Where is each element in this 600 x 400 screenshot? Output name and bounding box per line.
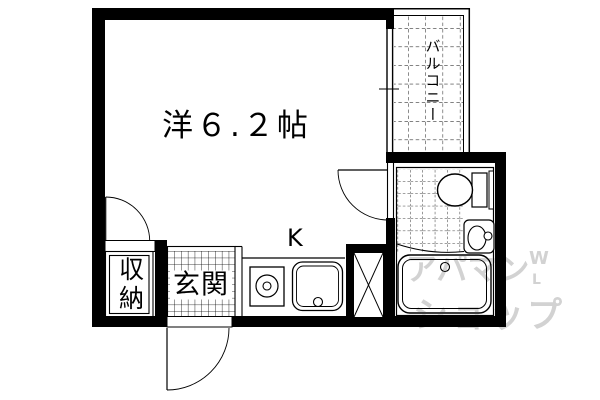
storage-box [104, 250, 154, 319]
wall-left [92, 8, 105, 327]
wall-window-stub [386, 8, 394, 29]
basin-faucet [483, 231, 493, 241]
wall-bathroom-top [386, 152, 506, 163]
bathroom-door-swing-arc [337, 169, 389, 221]
wash-basin [463, 219, 495, 254]
wall-bottom [92, 316, 506, 327]
watermark-line1: アパマン [406, 252, 530, 288]
toilet [436, 170, 494, 210]
wall-storage-divider [155, 240, 167, 320]
room-label: 洋６.２帖 [162, 108, 311, 144]
wall-top [92, 8, 394, 20]
stove [249, 266, 285, 307]
balcony-window [379, 29, 399, 152]
watermark-line2: ショップ [413, 296, 566, 336]
wall-bathroom-left-lower [386, 218, 395, 316]
kitchen-sink [291, 261, 344, 312]
bathroom-left-wall [386, 163, 395, 218]
watermark-mark-w: W [529, 248, 549, 269]
entrance-door-swing-arc [166, 327, 230, 391]
bathroom-door [337, 169, 389, 221]
kitchen-label: K [287, 224, 303, 252]
watermark-mark-l: L [532, 272, 541, 288]
toilet-bowl [436, 173, 474, 207]
bath-partition-curve [396, 243, 465, 253]
toilet-shelf [488, 170, 494, 210]
balcony-outer-border [394, 7, 471, 155]
storage-label: 収納 [115, 256, 145, 314]
entrance-door [166, 316, 233, 391]
bathtub [397, 254, 492, 314]
balcony-tile-grid [394, 15, 463, 152]
washer-space-cross [353, 252, 384, 318]
closet-door [105, 196, 151, 242]
wall-right [495, 152, 506, 327]
stove-burner-ring [255, 274, 279, 298]
walls [92, 8, 506, 327]
kitchen-sink-drain [312, 296, 324, 308]
balcony-label: バルコニー [423, 38, 442, 124]
toilet-tank [471, 172, 488, 208]
closet-threshold [104, 240, 156, 252]
entrance-threshold [166, 316, 233, 328]
entrance-label: 玄関 [170, 270, 232, 300]
balcony-inner-border [394, 15, 464, 152]
stove-burner-center [262, 281, 272, 291]
bathtub-drain [439, 261, 451, 273]
closet-door-swing-arc [105, 196, 151, 242]
